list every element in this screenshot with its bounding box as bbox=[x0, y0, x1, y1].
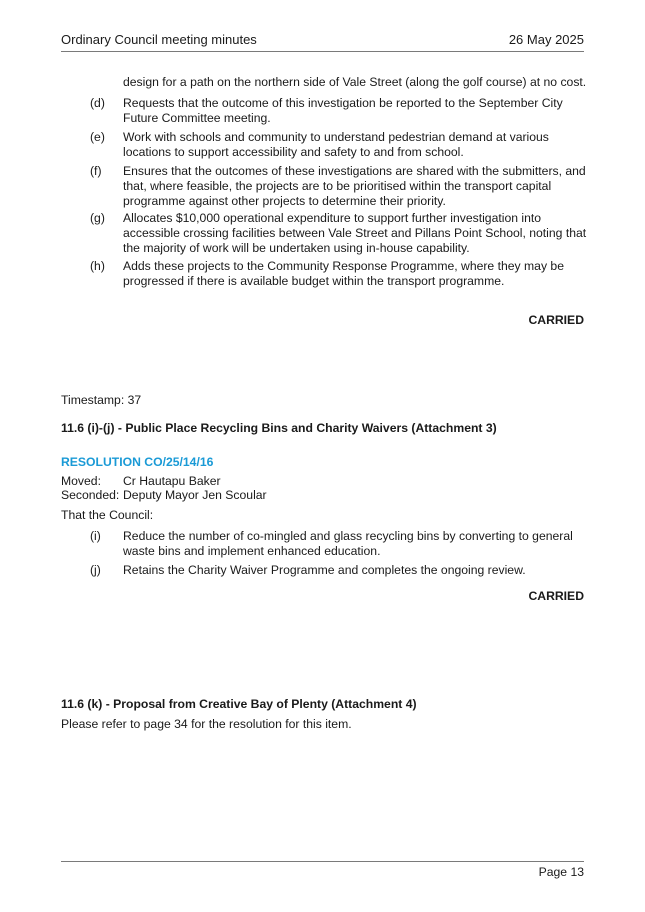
continued-text: design for a path on the northern side o… bbox=[123, 75, 587, 89]
item-text: Work with schools and community to under… bbox=[123, 130, 549, 159]
resolution-item-e: (e) Work with schools and community to u… bbox=[90, 130, 590, 160]
section-heading: 11.6 (i)-(j) - Public Place Recycling Bi… bbox=[61, 421, 497, 435]
resolution-item-h: (h) Adds these projects to the Community… bbox=[90, 259, 590, 289]
item-text: Allocates $10,000 operational expenditur… bbox=[123, 211, 587, 255]
item-label: (h) bbox=[90, 259, 105, 273]
item-label: (e) bbox=[90, 130, 105, 144]
item-text: Reduce the number of co-mingled and glas… bbox=[123, 529, 573, 558]
carried-status: CARRIED bbox=[528, 313, 584, 327]
item-text: Ensures that the outcomes of these inves… bbox=[123, 164, 586, 208]
document-title: Ordinary Council meeting minutes bbox=[61, 32, 257, 47]
header-divider bbox=[61, 51, 584, 52]
resolution-item-d: (d) Requests that the outcome of this in… bbox=[90, 96, 590, 126]
meeting-date: 26 May 2025 bbox=[508, 32, 584, 47]
footer-divider bbox=[61, 861, 584, 862]
moved-label: Moved: bbox=[61, 474, 101, 488]
item-label: (j) bbox=[90, 563, 101, 577]
resolution-item-i: (i) Reduce the number of co-mingled and … bbox=[90, 529, 590, 559]
timestamp: Timestamp: 37 bbox=[61, 393, 142, 407]
carried-status: CARRIED bbox=[528, 589, 584, 603]
resolution-item-g: (g) Allocates $10,000 operational expend… bbox=[90, 211, 590, 256]
seconded-label: Seconded: bbox=[61, 488, 120, 502]
item-label: (d) bbox=[90, 96, 105, 110]
item-text: Adds these projects to the Community Res… bbox=[123, 259, 564, 288]
item-text: Retains the Charity Waiver Programme and… bbox=[123, 563, 526, 577]
page-number: Page 13 bbox=[538, 865, 584, 879]
section-text: Please refer to page 34 for the resoluti… bbox=[61, 717, 352, 731]
section-heading: 11.6 (k) - Proposal from Creative Bay of… bbox=[61, 697, 417, 711]
resolution-item-f: (f) Ensures that the outcomes of these i… bbox=[90, 164, 590, 209]
resolution-number: RESOLUTION CO/25/14/16 bbox=[61, 455, 214, 469]
item-label: (i) bbox=[90, 529, 101, 543]
item-label: (g) bbox=[90, 211, 105, 225]
item-text: Requests that the outcome of this invest… bbox=[123, 96, 563, 125]
moved-by: Cr Hautapu Baker bbox=[123, 474, 221, 488]
item-label: (f) bbox=[90, 164, 102, 178]
resolution-item-j: (j) Retains the Charity Waiver Programme… bbox=[90, 563, 590, 578]
resolution-intro: That the Council: bbox=[61, 508, 154, 522]
seconded-by: Deputy Mayor Jen Scoular bbox=[123, 488, 267, 502]
